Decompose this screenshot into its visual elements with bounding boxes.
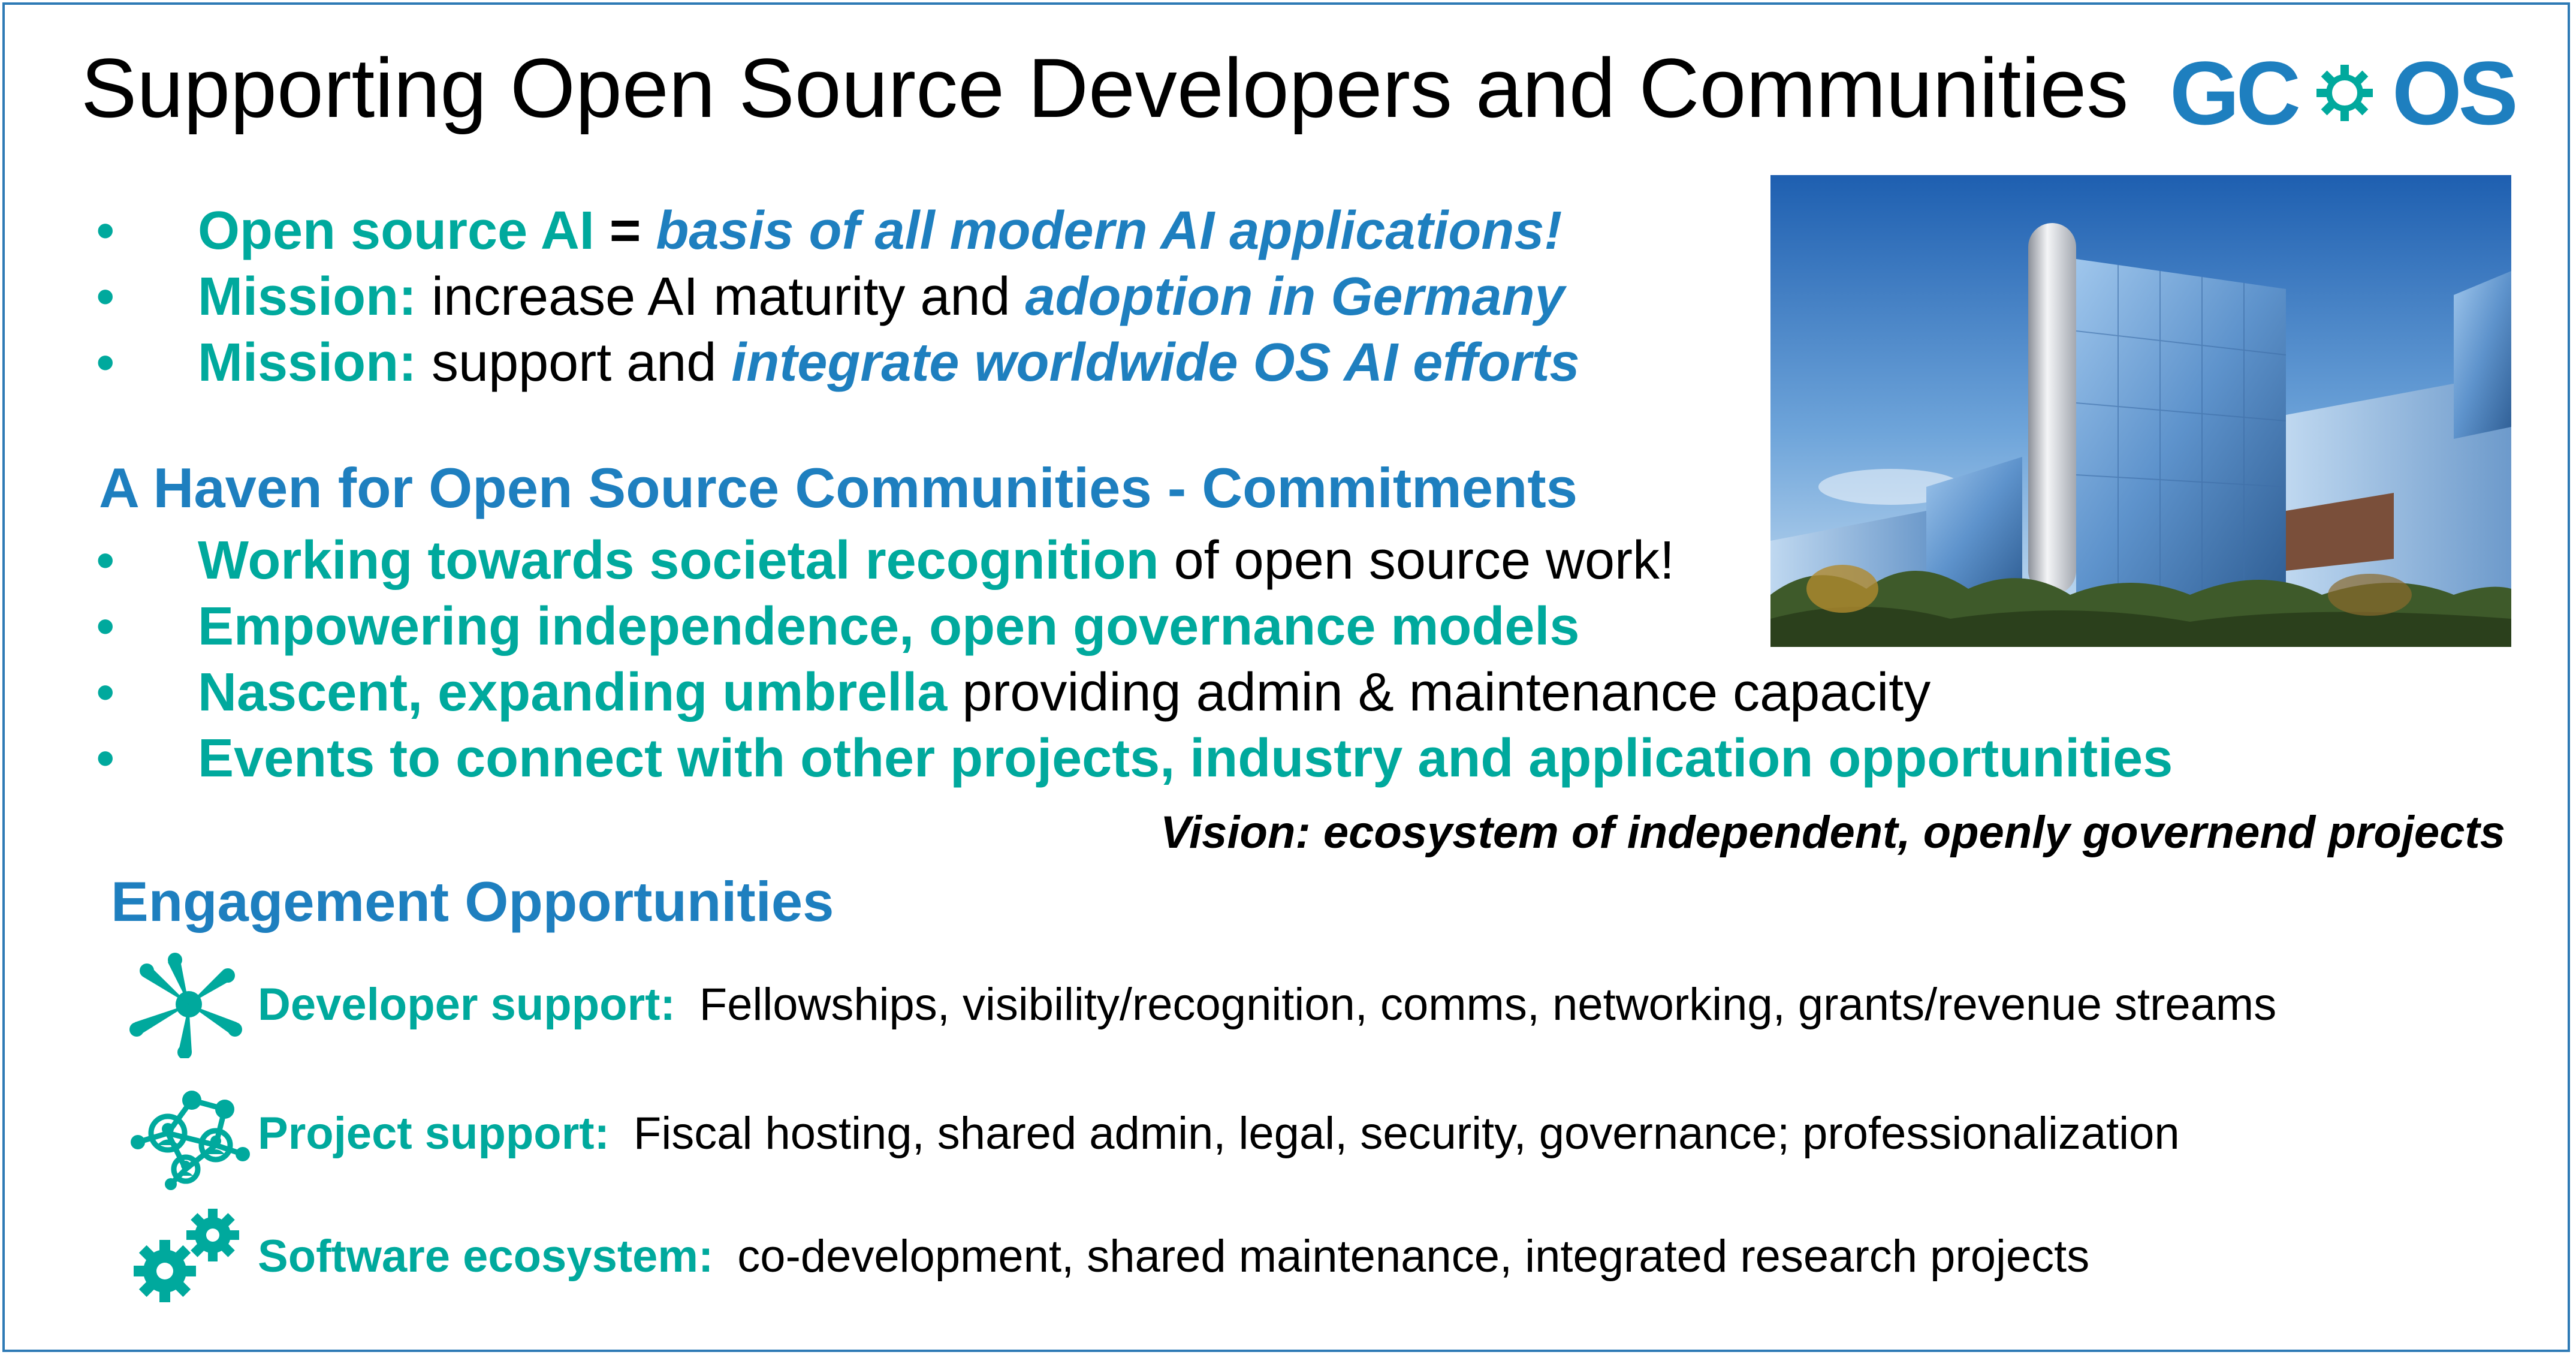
bullet-text: support and [417, 333, 732, 393]
bullet-key: Mission: [198, 333, 417, 393]
bullet-key: Open source AI [198, 201, 595, 261]
bullet-dot: • [96, 728, 115, 788]
building-photo [1770, 175, 2511, 647]
slide-title: Supporting Open Source Developers and Co… [81, 41, 2129, 135]
haven-bullet: • Events to connect with other projects,… [90, 725, 2173, 791]
bullet-key: Empowering independence, open governance… [198, 597, 1580, 657]
bullet-emphasis: integrate worldwide OS AI efforts [731, 333, 1580, 393]
engagement-row-developer: Developer support: Fellowships, visibili… [120, 947, 2276, 1061]
bullet-text: increase AI maturity and [417, 267, 1025, 327]
engagement-label: Project support: [258, 1107, 610, 1159]
bullet-key: Mission: [198, 267, 417, 327]
bullet-dot: • [96, 663, 115, 722]
engagement-text: co-development, shared maintenance, inte… [737, 1230, 2090, 1282]
bullet-emphasis: adoption in Germany [1025, 267, 1565, 327]
mission-bullet: • Mission: support and integrate worldwi… [90, 330, 1580, 396]
haven-bullet: • Empowering independence, open governan… [90, 594, 2173, 660]
engagement-heading: Engagement Opportunities [111, 870, 834, 933]
bullet-dot: • [96, 201, 115, 261]
bullet-dot: • [96, 531, 115, 591]
mission-bullet-list: • Open source AI = basis of all modern A… [90, 198, 1580, 396]
bullet-dot: • [96, 267, 115, 327]
bullet-key: Events to connect with other projects, i… [198, 728, 2173, 788]
engagement-text: Fiscal hosting, shared admin, legal, sec… [633, 1107, 2180, 1159]
engagement-label: Software ecosystem: [258, 1230, 714, 1282]
mission-bullet: • Mission: increase AI maturity and adop… [90, 264, 1580, 330]
bullet-dot: • [96, 597, 115, 657]
bullet-key: Working towards societal recognition [198, 531, 1159, 591]
gear-flower-logo-icon [2316, 65, 2373, 121]
haven-bullet: • Nascent, expanding umbrella providing … [90, 660, 2173, 725]
haven-bullet: • Working towards societal recognition o… [90, 528, 2173, 594]
gears-icon [120, 1199, 258, 1313]
engagement-row-software: Software ecosystem: co-development, shar… [120, 1199, 2089, 1313]
building-illustration [1770, 175, 2511, 647]
network-people-icon [120, 1076, 258, 1190]
haven-heading: A Haven for Open Source Communities - Co… [99, 456, 1577, 519]
hands-together-icon [120, 947, 258, 1061]
bullet-key: Nascent, expanding umbrella [198, 663, 948, 722]
goaos-logo: GC OS [2170, 42, 2518, 144]
vision-statement: Vision: ecosystem of independent, openly… [1160, 807, 2505, 858]
mission-bullet: • Open source AI = basis of all modern A… [90, 198, 1580, 264]
bullet-emphasis: basis of all modern AI applications! [656, 201, 1563, 261]
engagement-label: Developer support: [258, 978, 675, 1030]
bullet-text: providing admin & maintenance capacity [947, 663, 1931, 722]
bullet-dot: • [96, 333, 115, 393]
engagement-text: Fellowships, visibility/recognition, com… [699, 978, 2277, 1030]
logo-text-part-2: OS [2392, 42, 2518, 143]
logo-text-part-1: GC [2170, 42, 2301, 143]
engagement-row-project: Project support: Fiscal hosting, shared … [120, 1076, 2180, 1190]
bullet-equals: = [594, 201, 656, 261]
haven-bullet-list: • Working towards societal recognition o… [90, 528, 2173, 791]
bullet-text: of open source work! [1159, 531, 1675, 591]
